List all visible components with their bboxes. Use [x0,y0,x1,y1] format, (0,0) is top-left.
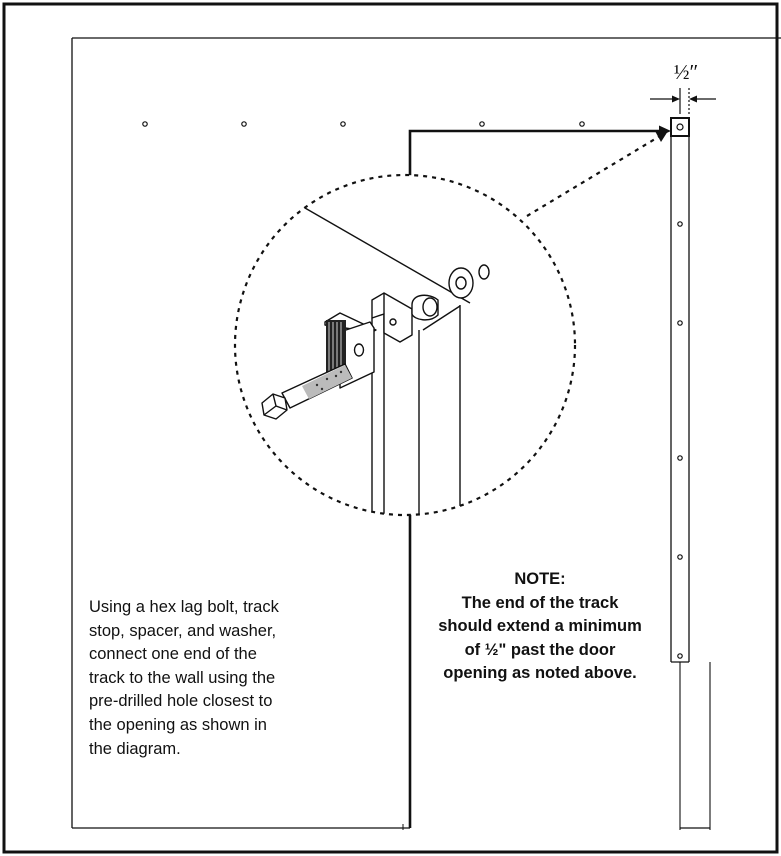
instruction-line: pre-drilled hole closest to [89,692,273,711]
track-holes [677,221,683,659]
leader-arrow [526,135,661,217]
half-inch-dimension [650,88,716,116]
note-line: of ½" past the door [464,640,616,659]
instruction-line: the diagram. [89,739,181,758]
instruction-line: connect one end of the [89,645,257,664]
wall-panel [71,37,781,829]
instruction-text: Using a hex lag bolt, track stop, spacer… [89,596,321,761]
instruction-line: Using a hex lag bolt, track [89,598,279,616]
note-title: NOTE: [514,570,566,588]
instruction-line: stop, spacer, and washer, [89,621,277,640]
instruction-line: the opening as shown in [89,715,267,734]
track-stop [670,117,690,137]
note-line: should extend a minimum [438,617,642,636]
detail-circle [233,173,577,517]
note-line: opening as noted above. [443,664,637,683]
instruction-line: track to the wall using the [89,668,276,687]
note-line: The end of the track [461,593,619,612]
wall-holes [142,121,585,127]
track [670,117,711,830]
detail-callout [233,131,668,517]
dimension-label: ½″ [674,60,699,84]
note-block: NOTE: The end of the track should extend… [415,568,665,686]
